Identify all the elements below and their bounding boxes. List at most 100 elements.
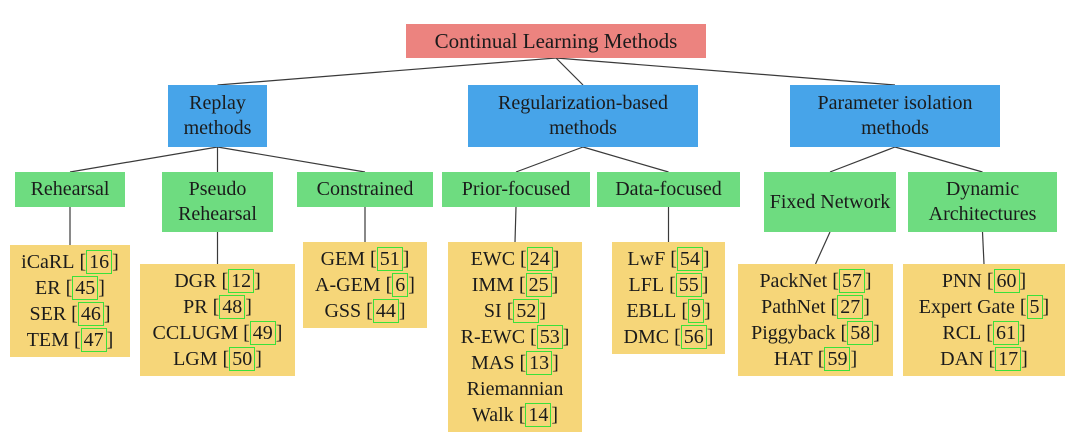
citation-number: 45 bbox=[72, 276, 99, 300]
method-entry: GEM51 bbox=[309, 246, 421, 272]
method-entry: CCLUGM 49 bbox=[146, 320, 289, 346]
citation-number: 60 bbox=[993, 269, 1020, 293]
node-continual-learning-methods: Continual Learning Methods bbox=[406, 24, 706, 58]
method-name: SER bbox=[29, 303, 67, 325]
citation-ref[interactable]: 48 bbox=[213, 295, 252, 319]
method-entry: DMC56 bbox=[618, 324, 719, 350]
method-name: IMM bbox=[471, 274, 514, 296]
method-name: Expert Gate bbox=[918, 296, 1015, 318]
method-entry: Expert Gate 5 bbox=[909, 294, 1059, 320]
citation-ref[interactable]: 24 bbox=[520, 247, 559, 271]
leaf-list-prior-focused: EWC24IMM25SI52R-EWC53MAS13Riemannian Wal… bbox=[448, 242, 582, 432]
method-name: DGR bbox=[174, 270, 217, 292]
citation-ref[interactable]: 50 bbox=[223, 347, 262, 371]
leaf-list-rehearsal: iCaRL 16ER 45SER 46TEM47 bbox=[10, 245, 130, 357]
citation-number: 14 bbox=[525, 403, 552, 427]
citation-ref[interactable]: 54 bbox=[670, 247, 710, 271]
method-name: DMC bbox=[623, 326, 670, 348]
group-pseudo-rehearsal: Pseudo Rehearsal bbox=[162, 172, 273, 232]
citation-number: 12 bbox=[228, 269, 255, 293]
branch-parameter-isolation-methods: Parameter isolation methods bbox=[790, 85, 1000, 147]
citation-number: 24 bbox=[526, 247, 553, 271]
method-entry: TEM47 bbox=[16, 327, 124, 353]
citation-ref[interactable]: 6 bbox=[386, 273, 415, 297]
citation-ref[interactable]: 55 bbox=[669, 273, 708, 297]
citation-ref[interactable]: 47 bbox=[74, 328, 113, 352]
leaf-list-fixed-network: PackNet57PathNet27Piggyback58HAT59 bbox=[738, 264, 893, 376]
citation-number: 49 bbox=[249, 321, 276, 345]
group-data-focused: Data-focused bbox=[597, 172, 740, 207]
method-entry: LGM50 bbox=[146, 346, 289, 372]
method-entry: PR48 bbox=[146, 294, 289, 320]
citation-number: 9 bbox=[688, 299, 704, 323]
citation-ref[interactable]: 5 bbox=[1020, 295, 1049, 319]
method-name: HAT bbox=[773, 348, 813, 370]
citation-ref[interactable]: 25 bbox=[519, 273, 558, 297]
method-name: GEM bbox=[320, 248, 366, 270]
citation-ref[interactable]: 12 bbox=[221, 269, 261, 293]
method-name: RCL bbox=[942, 322, 982, 344]
citation-number: 17 bbox=[995, 347, 1022, 371]
citation-number: 54 bbox=[676, 247, 703, 271]
citation-ref[interactable]: 56 bbox=[674, 325, 713, 349]
method-entry: iCaRL 16 bbox=[16, 249, 124, 275]
method-entry: SER 46 bbox=[16, 301, 124, 327]
method-name: PathNet bbox=[761, 296, 826, 318]
citation-number: 16 bbox=[86, 250, 113, 274]
citation-number: 25 bbox=[525, 273, 552, 297]
citation-number: 50 bbox=[229, 347, 256, 371]
method-name: iCaRL bbox=[21, 251, 75, 273]
method-name: LwF bbox=[627, 248, 666, 270]
citation-ref[interactable]: 16 bbox=[80, 250, 119, 274]
citation-ref[interactable]: 57 bbox=[832, 269, 872, 293]
citation-number: 55 bbox=[675, 273, 702, 297]
method-name: CCLUGM bbox=[152, 322, 239, 344]
citation-ref[interactable]: 13 bbox=[520, 351, 559, 375]
citation-number: 13 bbox=[526, 351, 553, 375]
citation-ref[interactable]: 46 bbox=[71, 302, 111, 326]
citation-number: 57 bbox=[838, 269, 865, 293]
method-name: DAN bbox=[940, 348, 984, 370]
branch-replay-methods: Replay methods bbox=[168, 85, 267, 147]
method-entry: PathNet27 bbox=[744, 294, 887, 320]
citation-ref[interactable]: 17 bbox=[989, 347, 1028, 371]
citation-number: 44 bbox=[372, 299, 399, 323]
leaf-list-pseudo-rehearsal: DGR 12PR48CCLUGM 49LGM50 bbox=[140, 264, 295, 376]
method-entry: SI 52 bbox=[454, 298, 576, 324]
citation-ref[interactable]: 60 bbox=[987, 269, 1026, 293]
citation-ref[interactable]: 9 bbox=[681, 299, 711, 323]
citation-ref[interactable]: 52 bbox=[507, 299, 546, 323]
method-entry: PackNet57 bbox=[744, 268, 887, 294]
citation-ref[interactable]: 61 bbox=[986, 321, 1026, 345]
group-constrained: Constrained bbox=[297, 172, 433, 207]
citation-ref[interactable]: 44 bbox=[366, 299, 406, 323]
method-entry: R-EWC53 bbox=[454, 324, 576, 350]
method-name: GSS bbox=[324, 300, 362, 322]
citation-ref[interactable]: 49 bbox=[243, 321, 282, 345]
method-entry: Piggyback58 bbox=[744, 320, 887, 346]
method-name: LFL bbox=[628, 274, 665, 296]
leaf-list-constrained: GEM51A-GEM6GSS44 bbox=[303, 242, 427, 328]
citation-number: 5 bbox=[1026, 295, 1043, 319]
citation-ref[interactable]: 14 bbox=[519, 403, 558, 427]
branch-regularization-based-methods: Regularization-based methods bbox=[468, 85, 698, 147]
method-name: EWC bbox=[470, 248, 516, 270]
citation-ref[interactable]: 51 bbox=[370, 247, 409, 271]
citation-ref[interactable]: 45 bbox=[66, 276, 105, 300]
method-name: ER bbox=[35, 277, 61, 299]
method-entry: MAS13 bbox=[454, 350, 576, 376]
method-entry: Riemannian Walk14 bbox=[454, 376, 576, 428]
citation-number: 52 bbox=[513, 299, 540, 323]
citation-ref[interactable]: 58 bbox=[841, 321, 880, 345]
citation-ref[interactable]: 59 bbox=[818, 347, 857, 371]
method-name: Riemannian Walk bbox=[466, 378, 564, 426]
method-name: R-EWC bbox=[460, 326, 526, 348]
method-entry: ER 45 bbox=[16, 275, 124, 301]
method-name: SI bbox=[483, 300, 502, 322]
method-entry: DAN 17 bbox=[909, 346, 1059, 372]
citation-ref[interactable]: 27 bbox=[831, 295, 870, 319]
citation-ref[interactable]: 53 bbox=[530, 325, 569, 349]
citation-number: 46 bbox=[77, 302, 104, 326]
method-entry: GSS 44 bbox=[309, 298, 421, 324]
